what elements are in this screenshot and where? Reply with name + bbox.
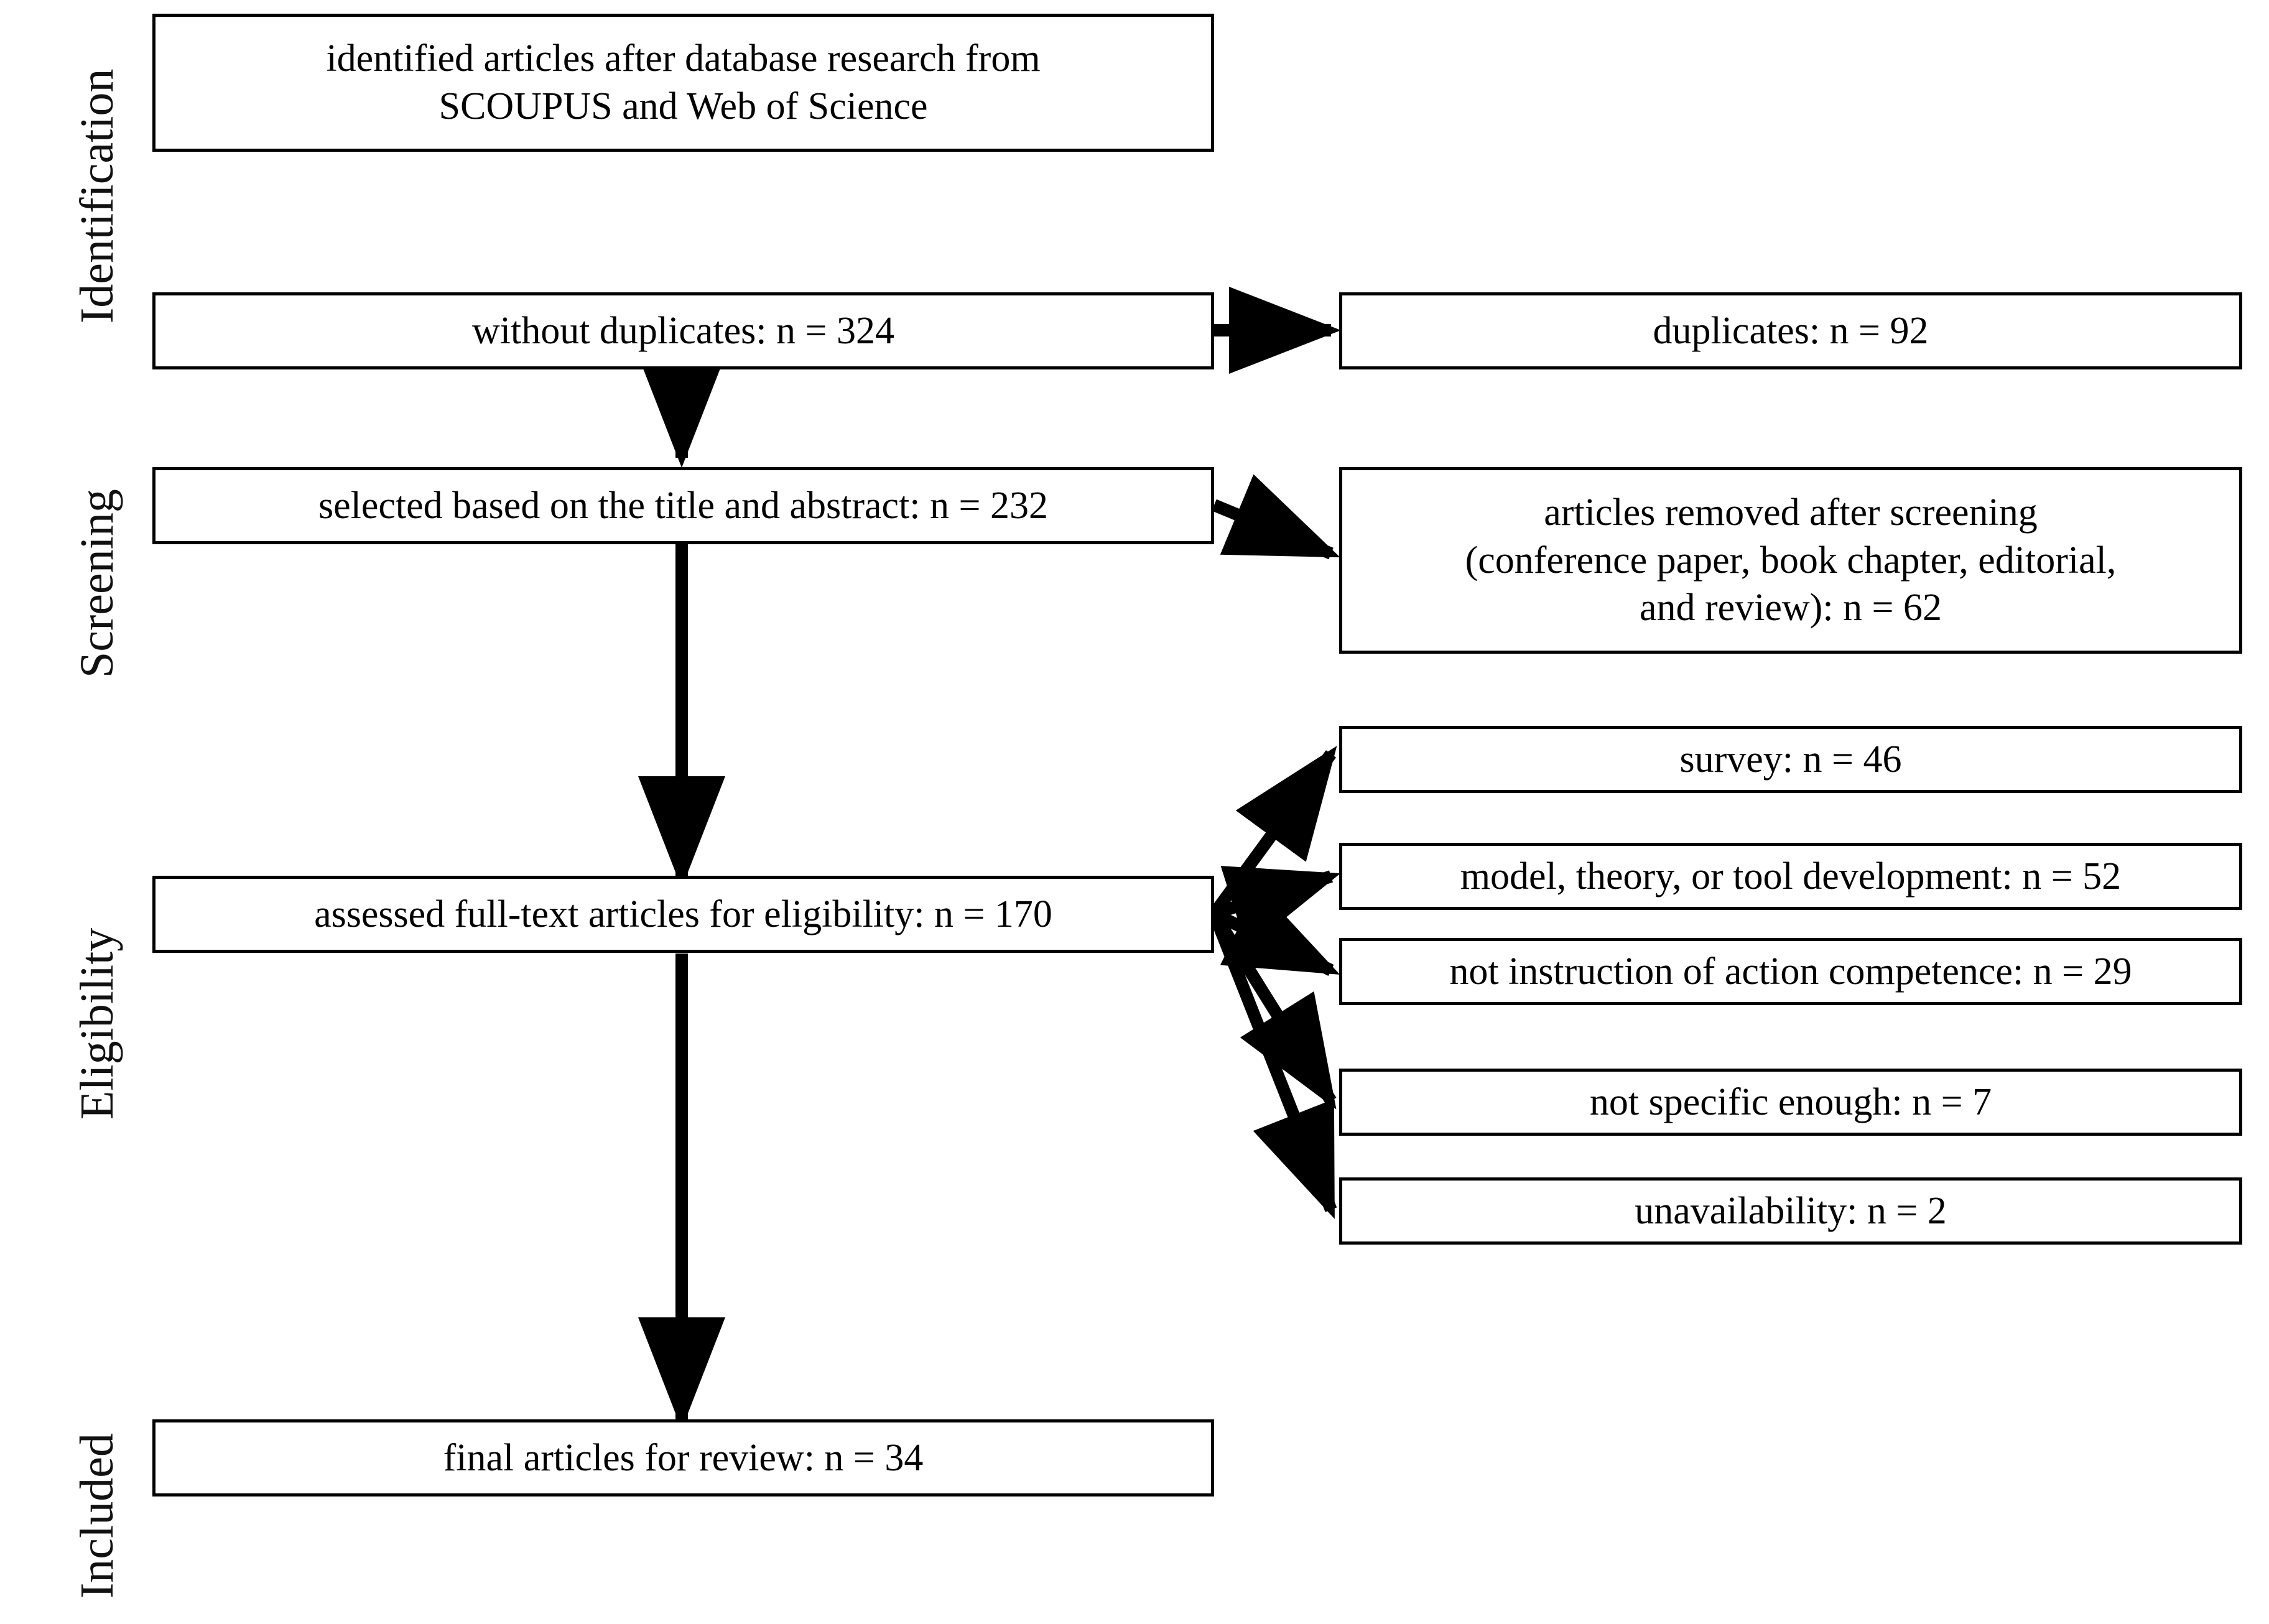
box-not-instruction[interactable]: not instruction of action competence: n … [1339,938,2242,1005]
box-unavailability-label: unavailability: n = 2 [1635,1189,1947,1232]
box-title-abstract[interactable]: selected based on the title and abstract… [152,467,1214,544]
box-full-text-label: assessed full-text articles for eligibil… [314,893,1052,935]
box-identified-line2: SCOUPUS and Web of Science [438,85,928,128]
box-identified-line1: identified articles after database resea… [326,37,1041,80]
box-not-specific-label: not specific enough: n = 7 [1589,1080,1992,1123]
arrow-unavailability [1208,911,1337,1219]
box-duplicates-label: duplicates: n = 92 [1653,309,1929,352]
box-identified-articles[interactable]: identified articles after database resea… [152,14,1214,152]
arrow-not-instruction [1211,886,1340,977]
box-removed-line1: articles removed after screening [1544,491,2038,534]
box-not-instruction-label: not instruction of action competence: n … [1449,950,2132,993]
arrow-not-specific [1209,910,1337,1110]
arrow-survey [1209,746,1337,917]
box-duplicates[interactable]: duplicates: n = 92 [1339,292,2242,369]
box-full-text-eligibility[interactable]: assessed full-text articles for eligibil… [152,876,1214,953]
box-final-articles[interactable]: final articles for review: n = 34 [152,1419,1214,1496]
box-unavailability[interactable]: unavailability: n = 2 [1339,1177,2242,1245]
box-final-articles-label: final articles for review: n = 34 [443,1436,924,1479]
box-removed-after-screening[interactable]: articles removed after screening (confer… [1339,467,2242,654]
box-survey-label: survey: n = 46 [1679,738,1902,781]
box-without-duplicates-label: without duplicates: n = 324 [471,309,894,352]
box-model-theory-tool-label: model, theory, or tool development: n = … [1460,855,2122,898]
box-survey[interactable]: survey: n = 46 [1339,726,2242,793]
box-removed-line3: and review): n = 62 [1639,587,1942,629]
box-model-theory-tool[interactable]: model, theory, or tool development: n = … [1339,843,2242,910]
box-removed-line2: (conference paper, book chapter, editori… [1465,539,2117,582]
arrow-model-theory-tool [1212,866,1341,949]
box-not-specific-enough[interactable]: not specific enough: n = 7 [1339,1069,2242,1136]
box-title-abstract-label: selected based on the title and abstract… [318,484,1048,527]
box-without-duplicates[interactable]: without duplicates: n = 324 [152,292,1214,369]
arrow-removed-screening [1212,474,1340,560]
